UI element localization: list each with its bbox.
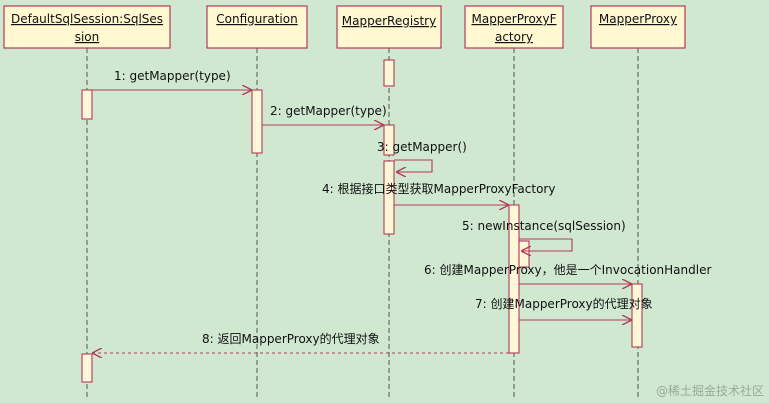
- activation-registry-0: [383, 59, 395, 87]
- message-3-label: 3: getMapper(): [377, 140, 467, 154]
- lifeline-head-registry[interactable]: MapperRegistry: [336, 5, 442, 49]
- lifeline-head-config[interactable]: Configuration: [206, 5, 308, 49]
- lifeline-head-session[interactable]: DefaultSqlSession:SqlSes sion: [3, 5, 171, 49]
- activation-session-1: [81, 89, 93, 120]
- activation-registry-1: [383, 124, 395, 156]
- message-8-label: 8: 返回MapperProxy的代理对象: [202, 331, 380, 346]
- message-5-label: 5: newInstance(sqlSession): [462, 219, 626, 233]
- lifeline-head-factory[interactable]: MapperProxyF actory: [464, 5, 564, 49]
- message-6-label: 6: 创建MapperProxy，他是一个InvocationHandler: [424, 263, 711, 277]
- watermark-text: @稀土掘金技术社区: [656, 383, 764, 398]
- message-1-label: 1: getMapper(type): [114, 69, 231, 83]
- activation-registry-2: [383, 160, 395, 235]
- message-7-label: 7: 创建MapperProxy的代理对象: [475, 296, 653, 311]
- lifeline-head-proxy[interactable]: MapperProxy: [590, 5, 686, 49]
- activation-config: [251, 89, 263, 154]
- message-5-arrow: [519, 238, 573, 251]
- message-3-arrow: [394, 159, 433, 172]
- lifeline-head-proxy-line1: MapperProxy: [599, 12, 677, 26]
- lifeline-head-factory-line1: MapperProxyF: [471, 12, 556, 26]
- lifeline-head-registry-line1: MapperRegistry: [342, 14, 436, 28]
- activation-session-2: [81, 353, 93, 383]
- message-4-label: 4: 根据接口类型获取MapperProxyFactory: [322, 181, 555, 196]
- activation-factory-1: [508, 204, 520, 354]
- activation-proxy: [631, 283, 643, 348]
- lifeline-head-config-line1: Configuration: [216, 12, 297, 26]
- lifeline-head-session-line2: sion: [75, 30, 100, 44]
- lifeline-head-session-line1: DefaultSqlSession:SqlSes: [11, 12, 163, 26]
- message-2-label: 2: getMapper(type): [270, 104, 387, 118]
- lifeline-head-factory-line2: actory: [495, 30, 533, 44]
